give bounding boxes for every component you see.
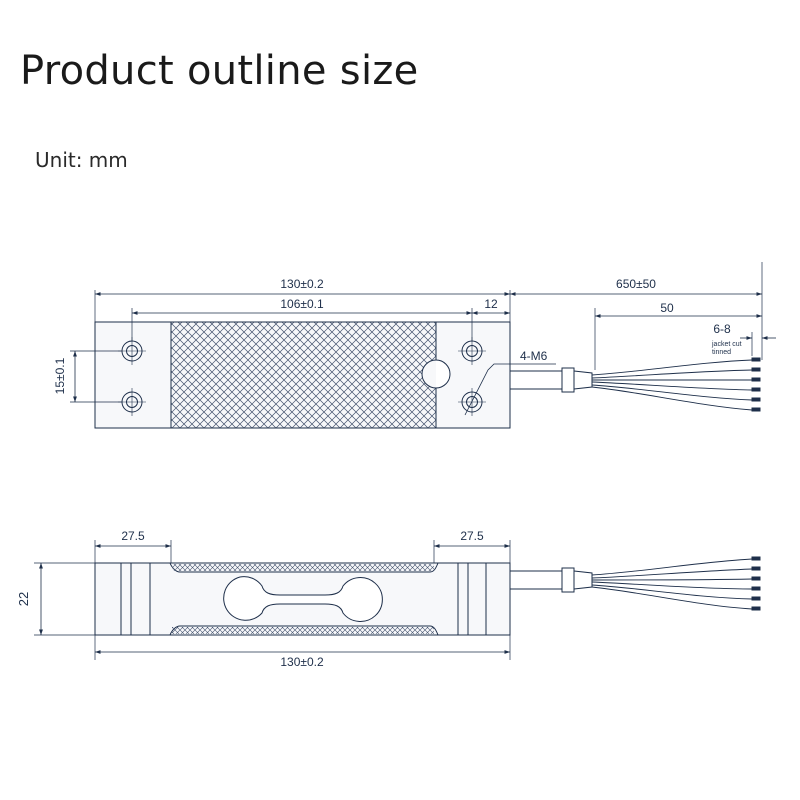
- dim-hole-pitch: 15±0.1: [53, 357, 67, 394]
- dim-jacket-length: 50: [660, 301, 674, 315]
- strip-note-tinned: tinned: [712, 349, 731, 356]
- dim-cable-length: 650±50: [616, 277, 656, 291]
- strain-gauge-area: [170, 321, 437, 429]
- thread-leader: [464, 363, 556, 416]
- top-view: [70, 262, 776, 429]
- side-view: [34, 540, 761, 660]
- dim-strip-length: 6-8: [713, 322, 731, 336]
- top-cable: [509, 357, 761, 412]
- unit-label: Unit: mm: [35, 148, 128, 172]
- strip-note-jacket: jacket cut: [711, 341, 742, 348]
- dim-overall-length-side: 130±0.2: [280, 655, 324, 669]
- knurl-bottom: [172, 627, 434, 634]
- dim-overall-length: 130±0.2: [280, 277, 324, 291]
- side-cable: [509, 556, 761, 611]
- thread-callout: 4-M6: [520, 349, 548, 363]
- dumbbell-cutout: [223, 576, 383, 622]
- top-dimension-labels: 130±0.2 106±0.1 12 650±50 50 6-8 jacket …: [53, 277, 742, 394]
- knurl-top: [172, 564, 434, 571]
- side-dimension-labels: 27.5 27.5 130±0.2 22: [16, 529, 484, 669]
- dim-left-end: 27.5: [121, 529, 145, 543]
- dim-end-offset: 12: [484, 297, 498, 311]
- notch-bump: [435, 359, 451, 389]
- dim-hole-spacing: 106±0.1: [280, 297, 324, 311]
- dim-right-end: 27.5: [460, 529, 484, 543]
- page-title: Product outline size: [20, 48, 419, 94]
- dim-height: 22: [16, 592, 31, 606]
